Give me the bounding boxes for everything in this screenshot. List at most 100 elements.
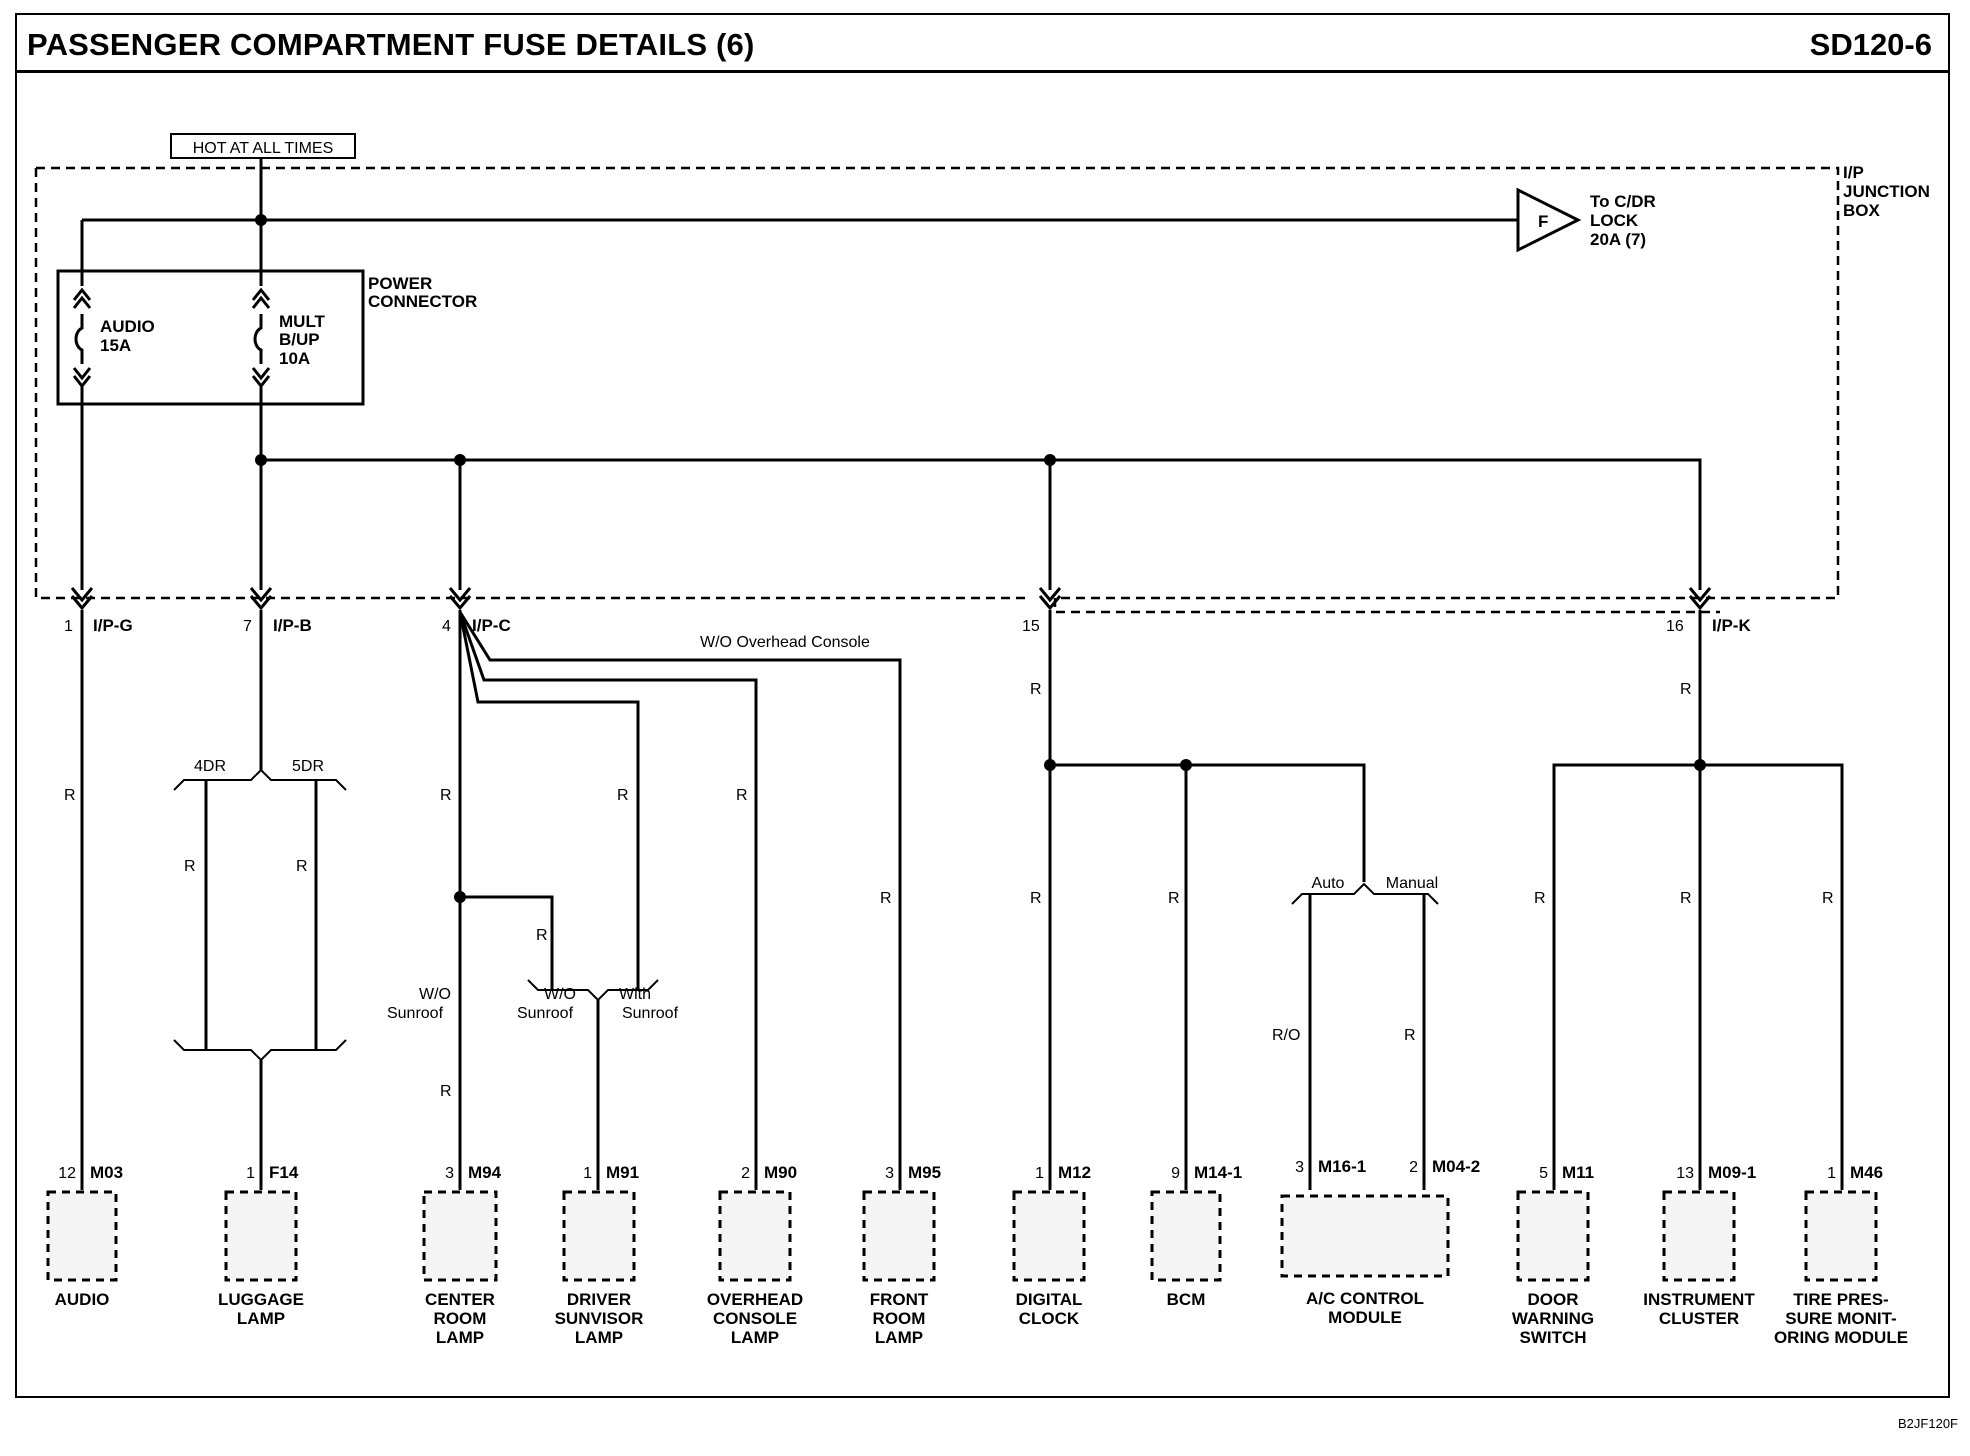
component-pin: 3 bbox=[1295, 1159, 1304, 1176]
component-box bbox=[46, 1190, 118, 1282]
terminal-pin-4: 4 bbox=[442, 618, 451, 635]
front-room-wire bbox=[458, 611, 902, 1190]
component-pin-2: 2 bbox=[1409, 1159, 1418, 1176]
component-name: CLOCK bbox=[1019, 1309, 1080, 1328]
wire-color-ac-auto: R/O bbox=[1272, 1027, 1300, 1044]
page-title: PASSENGER COMPARTMENT FUSE DETAILS (6) bbox=[27, 27, 755, 62]
center-sunroof-label: Sunroof bbox=[387, 1005, 444, 1022]
component-name: FRONT bbox=[870, 1290, 929, 1309]
junction-box-label-2: JUNCTION bbox=[1843, 182, 1930, 201]
cdr-lock-label-3: 20A (7) bbox=[1590, 230, 1646, 249]
component-name: ORING MODULE bbox=[1774, 1328, 1908, 1347]
terminal-pin-15: 15 bbox=[1022, 618, 1040, 635]
junction-box-outline-top bbox=[36, 166, 1840, 614]
component-name: DIGITAL bbox=[1016, 1290, 1083, 1309]
branch-wo-overhead: W/O Overhead Console bbox=[700, 634, 870, 651]
component-connector: M14-1 bbox=[1194, 1163, 1242, 1182]
component-box bbox=[562, 1190, 636, 1282]
component-connector: M11 bbox=[1562, 1163, 1594, 1182]
branch-auto: Auto bbox=[1312, 875, 1345, 892]
terminal-pin-1: 1 bbox=[64, 618, 73, 635]
component-name: DOOR bbox=[1528, 1290, 1579, 1309]
center-wo-label: W/O bbox=[419, 986, 451, 1003]
overhead-console-wire bbox=[458, 611, 758, 1190]
component-name: A/C CONTROL bbox=[1306, 1289, 1424, 1308]
terminal-name-ipg: I/P-G bbox=[93, 616, 133, 635]
component-pin: 1 bbox=[583, 1165, 592, 1182]
wire-color-16: R bbox=[1680, 681, 1692, 698]
branch-manual: Manual bbox=[1386, 875, 1438, 892]
wire-color-tpms: R bbox=[1822, 890, 1834, 907]
sunvisor-wo-wire bbox=[460, 895, 554, 990]
component-name: SWITCH bbox=[1519, 1328, 1586, 1347]
power-connector-label-2: CONNECTOR bbox=[368, 292, 477, 311]
component-name: LAMP bbox=[237, 1309, 285, 1328]
component-name: MODULE bbox=[1328, 1308, 1402, 1327]
component-connector: M46 bbox=[1850, 1163, 1883, 1182]
component-pin: 9 bbox=[1171, 1165, 1180, 1182]
connector-f-icon bbox=[1516, 187, 1582, 253]
fuse-audio-icon bbox=[72, 286, 92, 389]
terminal-name-ipc: I/P-C bbox=[472, 616, 511, 635]
terminal-pin-7: 7 bbox=[243, 618, 252, 635]
page-code: SD120-6 bbox=[1809, 27, 1932, 62]
wire-color-with-sunroof: R bbox=[617, 787, 629, 804]
wire-color-overhead: R bbox=[736, 787, 748, 804]
wire-color-audio: R bbox=[64, 787, 76, 804]
component-connector-2: M04-2 bbox=[1432, 1157, 1480, 1176]
cdr-lock-label-2: LOCK bbox=[1590, 211, 1639, 230]
component-box bbox=[1804, 1190, 1878, 1282]
component-box bbox=[1280, 1194, 1450, 1278]
fuse-mult-label-1: MULT bbox=[279, 312, 326, 331]
fuse-audio-label-2: 15A bbox=[100, 336, 131, 355]
component-name: ROOM bbox=[434, 1309, 487, 1328]
wire-color-clock: R bbox=[1030, 890, 1042, 907]
fuse-audio-label-1: AUDIO bbox=[100, 317, 155, 336]
component-name: WARNING bbox=[1512, 1309, 1594, 1328]
component-pin: 3 bbox=[445, 1165, 454, 1182]
ac-split bbox=[1291, 882, 1439, 905]
fuse-mult-label-2: B/UP bbox=[279, 330, 320, 349]
wire-color-5dr: R bbox=[296, 858, 308, 875]
component-name: CLUSTER bbox=[1659, 1309, 1739, 1328]
component-name: SURE MONIT- bbox=[1785, 1309, 1896, 1328]
wire-color-center-2: R bbox=[440, 1083, 452, 1100]
sunvisor-wo-sunroof-label: Sunroof bbox=[517, 1005, 574, 1022]
component-connector: M91 bbox=[606, 1163, 639, 1182]
branch-5dr: 5DR bbox=[292, 758, 324, 775]
wire-color-ac-manual: R bbox=[1404, 1027, 1416, 1044]
fuse-mult-label-3: 10A bbox=[279, 349, 310, 368]
component-name: CONSOLE bbox=[713, 1309, 797, 1328]
wire-color-4dr: R bbox=[184, 858, 196, 875]
component-pin: 1 bbox=[1035, 1165, 1044, 1182]
component-pin: 13 bbox=[1676, 1165, 1694, 1182]
cdr-lock-label-1: To C/DR bbox=[1590, 192, 1656, 211]
component-name: INSTRUMENT bbox=[1643, 1290, 1755, 1309]
diagram-frame: PASSENGER COMPARTMENT FUSE DETAILS (6) S… bbox=[15, 13, 1950, 1398]
component-connector: F14 bbox=[269, 1163, 299, 1182]
component-box bbox=[718, 1190, 792, 1282]
source-label: HOT AT ALL TIMES bbox=[193, 140, 334, 157]
component-connector: M90 bbox=[764, 1163, 797, 1182]
junction-box-label-3: BOX bbox=[1843, 201, 1881, 220]
header-bar: PASSENGER COMPARTMENT FUSE DETAILS (6) S… bbox=[17, 15, 1948, 73]
component-pin: 1 bbox=[246, 1165, 255, 1182]
junction-box-outline-left bbox=[34, 168, 1030, 600]
terminal-name-ipb: I/P-B bbox=[273, 616, 312, 635]
wire-color-bcm: R bbox=[1168, 890, 1180, 907]
component-box bbox=[1516, 1190, 1590, 1282]
component-pin: 3 bbox=[885, 1165, 894, 1182]
component-connector: M16-1 bbox=[1318, 1157, 1366, 1176]
component-name: TIRE PRES- bbox=[1793, 1290, 1888, 1309]
component-box bbox=[224, 1190, 298, 1282]
fuse-mult-bup-icon bbox=[251, 286, 271, 389]
wire-color-cluster: R bbox=[1680, 890, 1692, 907]
wire-color-wo-sunroof: R bbox=[536, 927, 548, 944]
luggage-split-top bbox=[173, 768, 347, 791]
sunvisor-with-wire bbox=[458, 611, 640, 990]
component-box bbox=[862, 1190, 936, 1282]
lower-bus-wire bbox=[261, 458, 1702, 590]
wire-color-15: R bbox=[1030, 681, 1042, 698]
component-connector: M94 bbox=[468, 1163, 502, 1182]
